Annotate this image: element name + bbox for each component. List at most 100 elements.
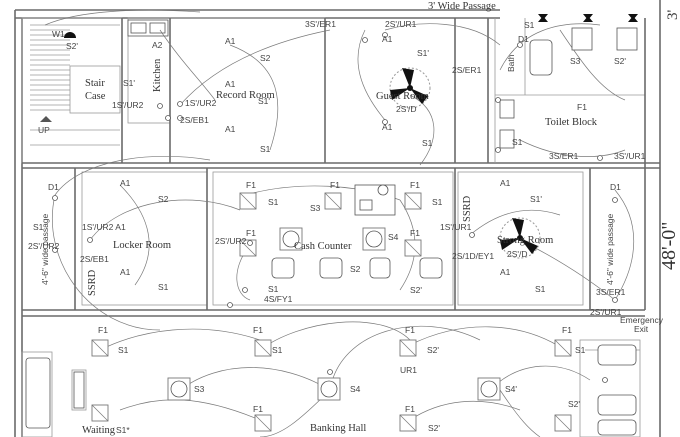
circuit-label: 1S'/UR2 bbox=[112, 100, 144, 110]
label-w1: W1 bbox=[52, 29, 65, 39]
circuit-label: 2S'/UR2 bbox=[28, 241, 60, 251]
exhaust-fan-icon bbox=[317, 377, 341, 401]
passage-top: 3' Wide Passage bbox=[428, 1, 496, 12]
label-s1: S1' bbox=[417, 48, 429, 58]
circuit-label: 2S'/UR1 bbox=[590, 307, 622, 317]
passage-left: 4'-6" wide passage bbox=[40, 213, 50, 285]
circuit-label: 1S'/UR2 bbox=[185, 98, 217, 108]
room-kitchen: Kitchen bbox=[152, 58, 163, 92]
label-s1: S1 bbox=[158, 282, 169, 292]
room-bath: Bath bbox=[506, 54, 516, 72]
label-up: UP bbox=[38, 125, 50, 135]
room-ssrd-right: SSRD bbox=[462, 195, 473, 222]
switch-points bbox=[52, 32, 618, 383]
label-f1: F1 bbox=[562, 325, 572, 335]
passage-right: 4'-6" wide passage bbox=[605, 213, 615, 285]
room-stair-case-line1: Stair bbox=[85, 78, 105, 89]
label-a1: A1 bbox=[382, 34, 393, 44]
top-switch-symbols bbox=[538, 14, 638, 22]
circuit-label: 3S'/ER1 bbox=[305, 19, 336, 29]
exhaust-fan-icon bbox=[167, 377, 191, 401]
exhaust-fan-icon bbox=[362, 227, 386, 251]
label-s1: S1* bbox=[116, 425, 130, 435]
label-s4: S4 bbox=[388, 232, 399, 242]
label-s1: S1 bbox=[260, 144, 271, 154]
circuit-label: 4S/FY1 bbox=[264, 294, 293, 304]
label-s1: S1' bbox=[258, 96, 270, 106]
label-a1: A1 bbox=[500, 267, 511, 277]
light-fixture-icon bbox=[404, 239, 422, 257]
label-a2: A2 bbox=[152, 40, 163, 50]
label-f1: F1 bbox=[410, 228, 420, 238]
label-f1: F1 bbox=[246, 228, 256, 238]
light-fixture-icon bbox=[554, 339, 572, 357]
exhaust-fan-icon bbox=[477, 377, 501, 401]
up-arrow-icon bbox=[40, 116, 52, 122]
exhaust-fan-icon bbox=[279, 227, 303, 251]
room-waiting: Waiting bbox=[82, 425, 116, 436]
label-d1: D1 bbox=[610, 182, 621, 192]
label-s4: S4 bbox=[350, 384, 361, 394]
label-a1: A1 bbox=[225, 36, 236, 46]
room-strong-room: Strong Room bbox=[497, 235, 553, 246]
circuit-label: 3S/ER1 bbox=[596, 287, 626, 297]
label-s2: S2' bbox=[568, 399, 580, 409]
kitchen-sink-icon bbox=[127, 19, 169, 37]
light-fixture-icon bbox=[399, 339, 417, 357]
emergency-exit-seats bbox=[597, 344, 637, 436]
label-s2: S2' bbox=[427, 345, 439, 355]
circuit-label: 2S'/UR2 bbox=[215, 236, 247, 246]
label-s1: S1 bbox=[272, 345, 283, 355]
label-f1: F1 bbox=[98, 325, 108, 335]
label-a1: A1 bbox=[120, 267, 131, 277]
label-s3: S3 bbox=[310, 203, 321, 213]
label-s1: S1 bbox=[33, 222, 44, 232]
label-f1: F1 bbox=[577, 102, 587, 112]
label-f1: F1 bbox=[405, 404, 415, 414]
label-ur1: UR1 bbox=[400, 365, 417, 375]
counter-chairs bbox=[271, 257, 443, 279]
light-fixture-icon bbox=[254, 414, 272, 432]
exhaust-fans bbox=[167, 227, 501, 401]
label-s1: S1' bbox=[123, 78, 135, 88]
label-s2: S2' bbox=[66, 41, 78, 51]
circuit-label: 2S'/D bbox=[396, 104, 417, 114]
label-s3: S3 bbox=[570, 56, 581, 66]
label-f1: F1 bbox=[253, 325, 263, 335]
room-cash-counter: Cash Counter bbox=[294, 241, 352, 252]
light-fixture-icon bbox=[404, 192, 422, 210]
label-s1: S1 bbox=[524, 20, 535, 30]
label-f1: F1 bbox=[405, 325, 415, 335]
label-s2: S2' bbox=[428, 423, 440, 433]
label-s1: S1 bbox=[432, 197, 443, 207]
room-guest-room: Guest Room bbox=[376, 91, 429, 102]
circuit-label: 2S/1D/EY1 bbox=[452, 251, 494, 261]
circuit-label: 3S'/UR1 bbox=[614, 151, 646, 161]
label-s1: S1 bbox=[512, 137, 523, 147]
label-d1: D1 bbox=[518, 34, 529, 44]
label-s1: S1' bbox=[530, 194, 542, 204]
label-s1: S1 bbox=[268, 197, 279, 207]
label-f1: F1 bbox=[246, 180, 256, 190]
circuit-label: 3S/ER1 bbox=[549, 151, 579, 161]
circuit-label: 2S'/UR1 bbox=[385, 19, 417, 29]
light-fixture-icon bbox=[324, 192, 342, 210]
label-s1: S1 bbox=[268, 284, 279, 294]
walls bbox=[14, 0, 661, 437]
waiting-sofa bbox=[25, 357, 85, 429]
light-fixture-icon bbox=[91, 339, 109, 357]
room-ssrd-left: SSRD bbox=[87, 269, 98, 296]
cash-counter-desk bbox=[354, 184, 396, 216]
room-record-room: Record Room bbox=[216, 90, 275, 101]
room-locker-room: Locker Room bbox=[113, 240, 171, 251]
light-fixture-icon bbox=[91, 404, 109, 422]
circuit-label: 1S'/UR1 bbox=[440, 222, 472, 232]
light-fixture-icon bbox=[554, 414, 572, 432]
room-toilet-block: Toilet Block bbox=[545, 117, 598, 128]
label-s1: S1 bbox=[575, 345, 586, 355]
ceiling-fan-icon bbox=[389, 67, 431, 109]
label-s4: S4' bbox=[505, 384, 517, 394]
label-f1: F1 bbox=[410, 180, 420, 190]
label-a1: A1 bbox=[382, 122, 393, 132]
light-fixture-icon bbox=[254, 339, 272, 357]
